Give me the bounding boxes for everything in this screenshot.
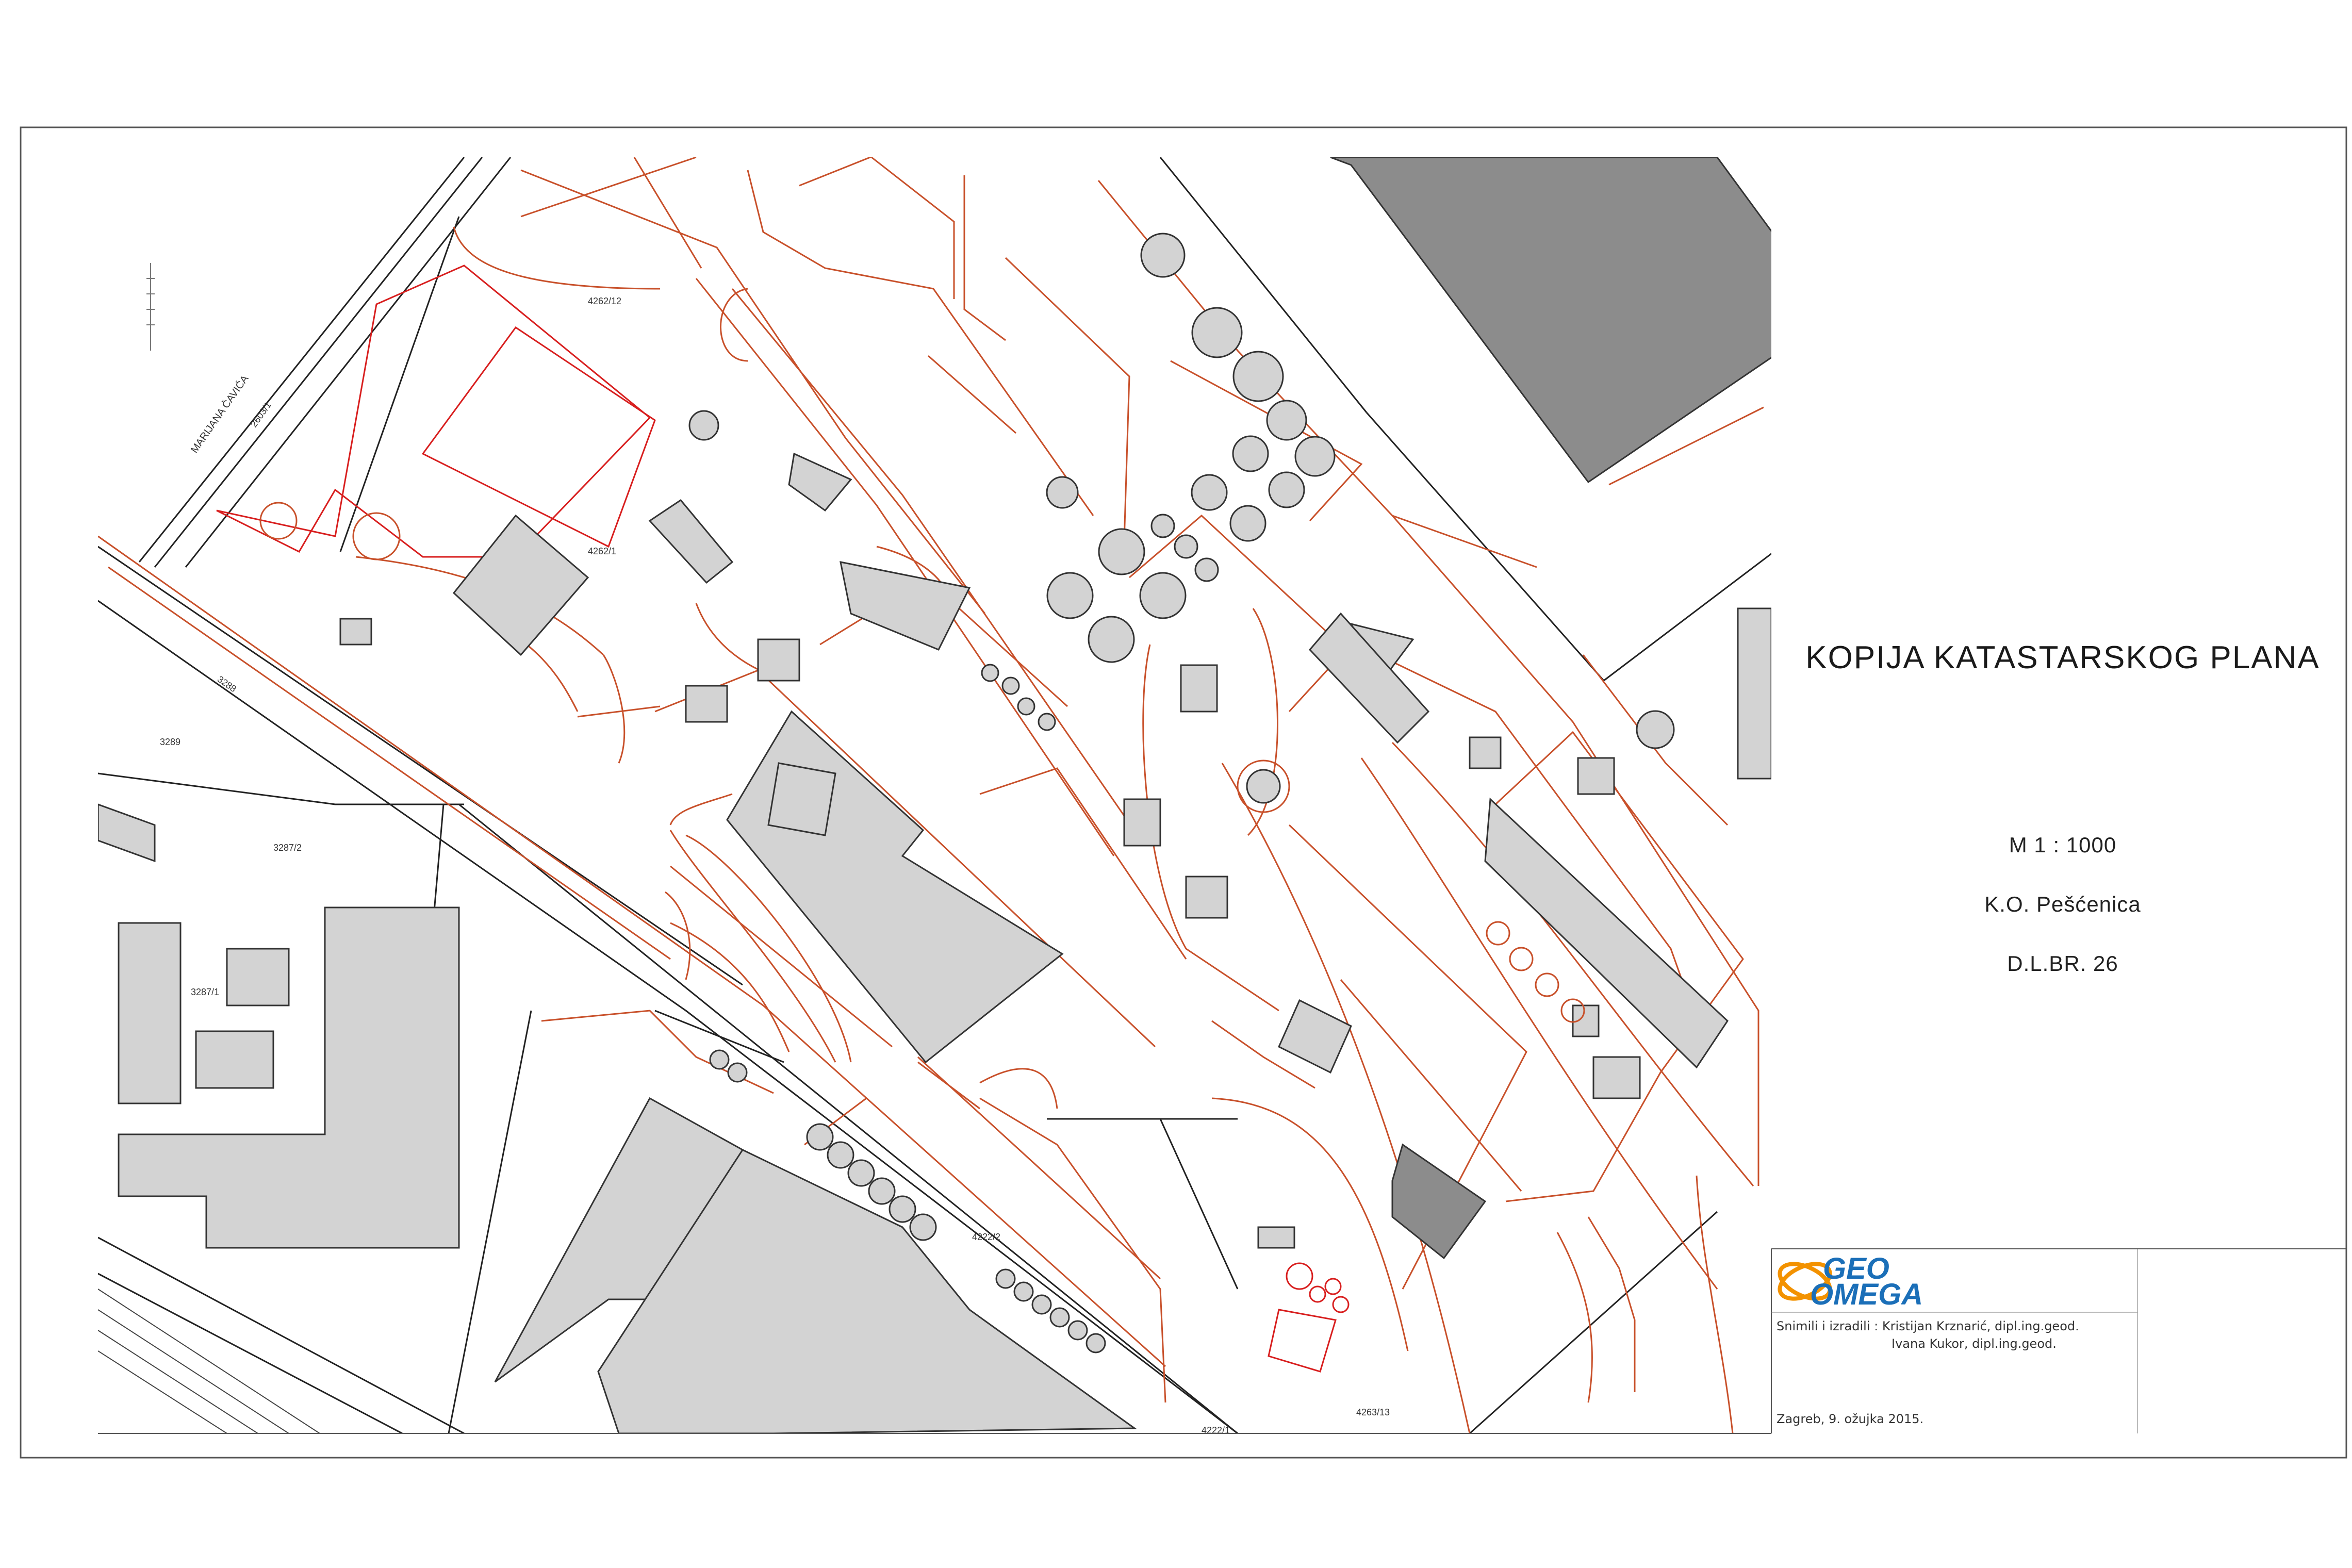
buildings <box>98 452 1771 1433</box>
parcel-label-4263-13: 4263/13 <box>1356 1407 1390 1417</box>
railway-tracks <box>98 1289 320 1433</box>
street-label: MARIJANA ČAVIĆA <box>188 373 251 455</box>
main-road-lines <box>98 157 1771 1433</box>
orange-circles <box>259 502 1585 1023</box>
plan-title-block: KOPIJA KATASTARSKOG PLANA <box>1779 639 2346 676</box>
highlighted-parcel-inner <box>421 326 656 548</box>
surveyor-credit-line-1: Snimili i izradili : Kristijan Krznarić,… <box>1777 1319 2079 1333</box>
plan-scale: M 1 : 1000 <box>2009 833 2117 857</box>
parcel-label-3287-1: 3287/1 <box>191 987 219 997</box>
place-date: Zagreb, 9. ožujka 2015. <box>1777 1412 1924 1426</box>
map-area: MARIJANA ČAVIĆA 2603/1 4262/12 4262/1 32… <box>98 157 1771 1435</box>
parcel-label-4262-1: 4262/1 <box>588 546 616 556</box>
sheet-number: D.L.BR. 26 <box>2007 951 2118 976</box>
plan-title: KOPIJA KATASTARSKOG PLANA <box>1805 640 2320 675</box>
storage-tanks <box>688 233 1675 1354</box>
logo-geo-text: GEO <box>1823 1252 1889 1285</box>
red-structures <box>1268 1262 1350 1373</box>
sheet-frame <box>20 126 2347 1459</box>
highlighted-parcel <box>216 265 651 558</box>
parcel-label-3287-2: 3287/2 <box>273 843 302 853</box>
geo-omega-logo: GEO OMEGA <box>1778 1252 1923 1311</box>
logo-omega-text: OMEGA <box>1810 1278 1923 1311</box>
parcel-label-4222-1: 4222/1 <box>1202 1425 1230 1435</box>
dark-small-building <box>1391 1143 1487 1260</box>
parcel-label-3289: 3289 <box>160 737 180 747</box>
cadastral-municipality: K.O. Pešćenica <box>1984 892 2141 916</box>
dark-building <box>1330 157 1771 484</box>
parcel-label-2603-1: 2603/1 <box>249 400 273 430</box>
north-arrow-icon <box>146 263 155 351</box>
parcel-label-4222-2: 4222/2 <box>972 1232 1000 1242</box>
surveyor-credit-line-2: Ivana Kukor, dipl.ing.geod. <box>1892 1336 2057 1351</box>
parcel-label-4262-12: 4262/12 <box>588 296 621 306</box>
